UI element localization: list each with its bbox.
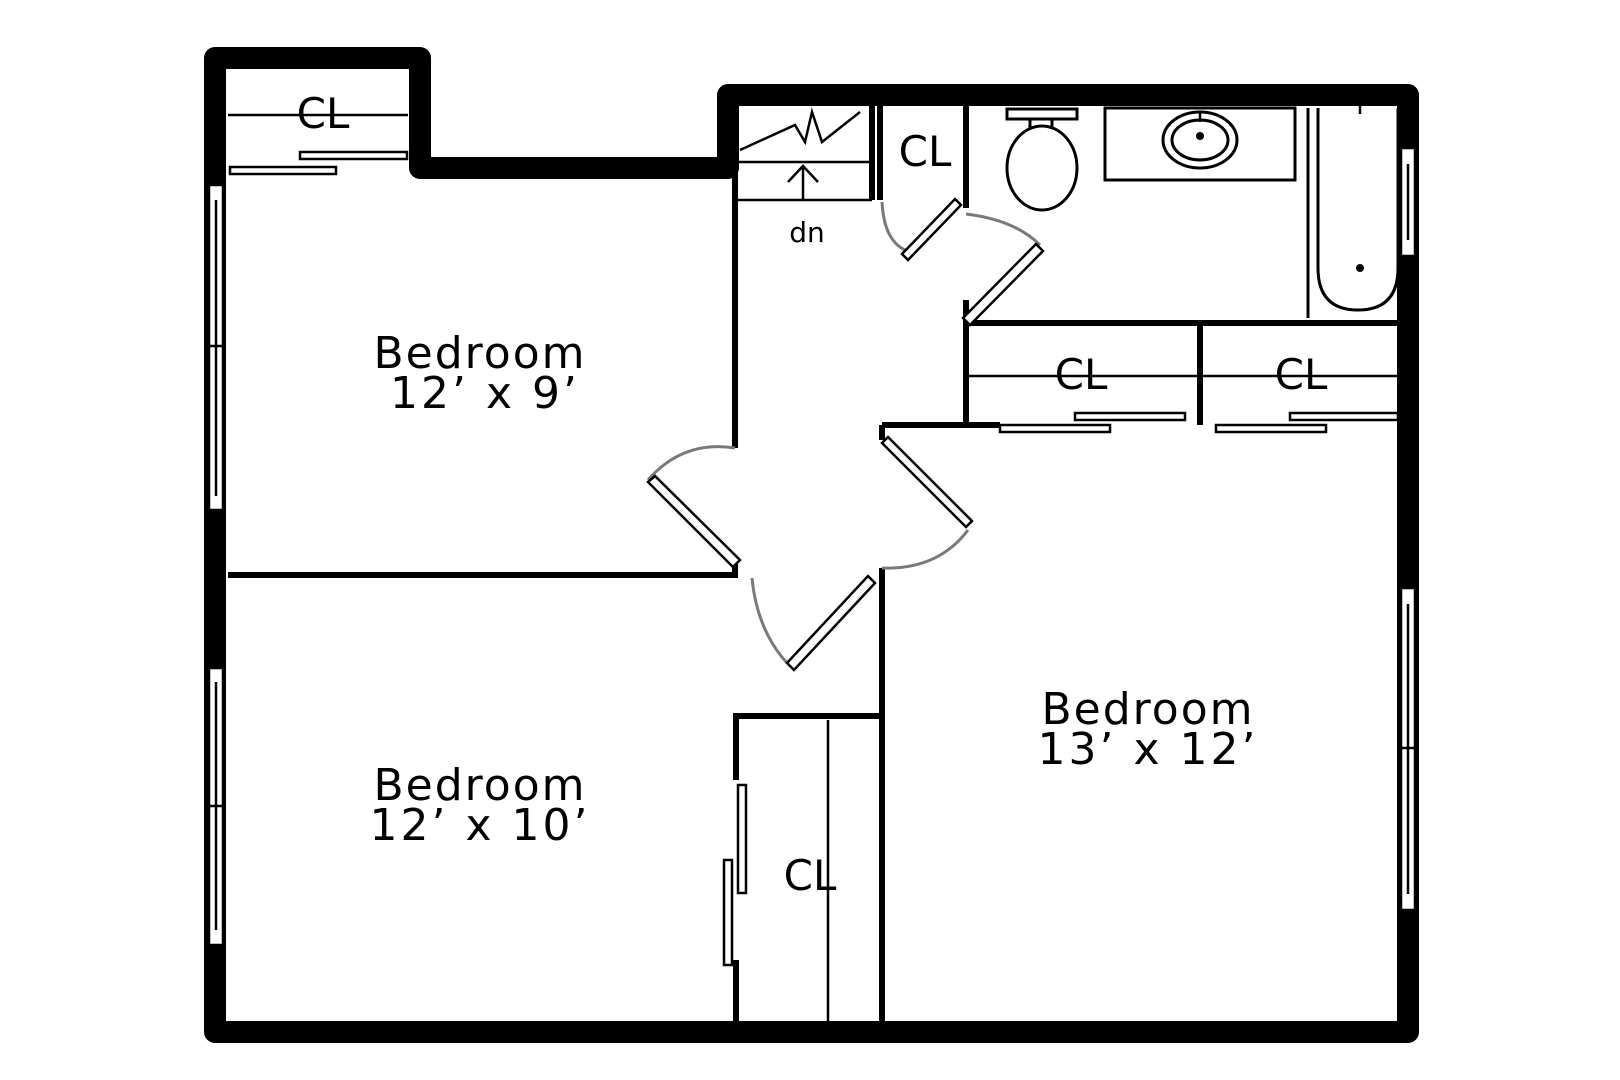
windows [207,146,1417,947]
bedroom-sw-name: Bedroom [373,760,586,811]
bedroom-e-door[interactable] [880,435,974,529]
bedroom-nw-door-swing [646,445,736,481]
bedroom-sw-door[interactable] [785,574,877,672]
closet-south: CL [722,720,837,1022]
hall-doors [646,435,974,672]
bedroom-sw-dims: 12’ x 10’ [370,800,591,851]
bathroom-door-swing [965,212,1042,247]
closet-east-right-label: CL [1275,350,1328,399]
closet-nw-slider-2[interactable] [228,165,338,176]
stair-direction-label: dn [789,216,825,249]
closet-south-slider-2[interactable] [722,858,734,967]
closet-east-right-slider-2[interactable] [1214,423,1328,434]
closet-south-label: CL [784,851,837,900]
bathtub-inner [1316,108,1400,312]
sink-drain [1196,132,1204,140]
closet-east-left-slider-1[interactable] [1073,411,1187,422]
staircase: dn [738,107,872,249]
bedroom-nw-door[interactable] [646,474,742,569]
closet-nw: CL [228,89,409,176]
bedroom-sw-door-swing [750,577,789,665]
stair-arrow-head [787,164,819,183]
bedroom-nw-name: Bedroom [373,328,586,379]
closet-hall: CL [880,127,963,262]
bathroom-door[interactable] [961,242,1045,327]
room-labels: Bedroom 12’ x 9’ Bedroom 12’ x 10’ Bedro… [370,328,1259,851]
closet-nw-slider-1[interactable] [298,150,409,161]
bedroom-e-door-swing [881,529,970,570]
closet-nw-label: CL [297,89,350,138]
closets-east: CL CL [969,350,1400,434]
closet-south-slider-1[interactable] [736,783,748,895]
closet-hall-door[interactable] [900,197,963,262]
closet-east-left-slider-2[interactable] [998,423,1112,434]
closet-hall-door-swing [880,201,906,252]
bedroom-nw-dims: 12’ x 9’ [390,368,580,419]
bedroom-e-dims: 13’ x 12’ [1038,724,1259,775]
closet-east-left-label: CL [1055,350,1108,399]
stair-break-line [739,107,861,152]
toilet-bowl [1005,124,1079,212]
bedroom-e-name: Bedroom [1041,684,1254,735]
closet-east-right-slider-1[interactable] [1288,411,1400,422]
closet-hall-label: CL [899,127,952,176]
interior-walls [228,105,1398,1022]
bathtub-drain [1356,264,1364,272]
bathroom [961,104,1400,327]
